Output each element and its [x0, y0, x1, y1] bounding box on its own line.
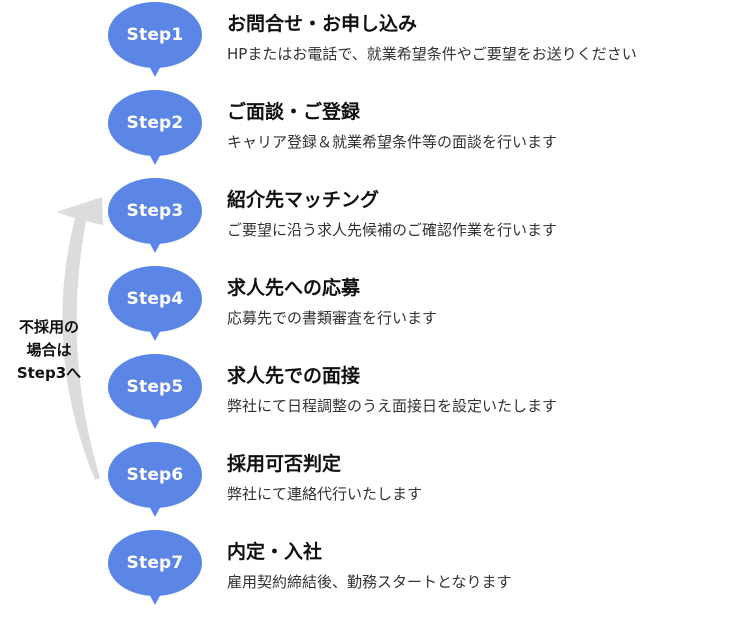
- step-5-bubble-shape: [108, 354, 202, 429]
- step-6-title: 採用可否判定: [227, 453, 342, 475]
- step-1-description: HPまたはお電話で、就業希望条件やご要望をお送りください: [227, 45, 637, 63]
- loop-back-arrow-body: [56, 197, 103, 480]
- step-5-bubble: Step5: [107, 354, 203, 430]
- step-7: Step7 内定・入社 雇用契約締結後、勤務スタートとなります: [0, 530, 736, 618]
- step-3-bubble-shape: [108, 178, 202, 253]
- step-1-bubble: Step1: [107, 2, 203, 78]
- step-7-title: 内定・入社: [227, 541, 323, 563]
- step-3-description: ご要望に沿う求人先候補のご確認作業を行います: [227, 221, 558, 239]
- step-1-title: お問合せ・お申し込み: [227, 13, 418, 35]
- step-5-description: 弊社にて日程調整のうえ面接日を設定いたします: [227, 397, 558, 415]
- step-7-bubble: Step7: [107, 530, 203, 606]
- step-7-label: Step7: [126, 553, 184, 573]
- step-3-label: Step3: [126, 201, 184, 221]
- step-2-description: キャリア登録＆就業希望条件等の面談を行います: [227, 133, 558, 151]
- step-4-title: 求人先への応募: [227, 277, 361, 299]
- step-4-bubble: Step4: [107, 266, 203, 342]
- step-4: Step4 求人先への応募 応募先での書類審査を行います: [0, 266, 736, 354]
- step-6-description: 弊社にて連絡代行いたします: [227, 485, 423, 503]
- step-2: Step2 ご面談・ご登録 キャリア登録＆就業希望条件等の面談を行います: [0, 90, 736, 178]
- loop-note-line1: 不採用の: [18, 318, 79, 336]
- step-6-bubble: Step6: [107, 442, 203, 518]
- step-6-label: Step6: [126, 465, 184, 485]
- step-4-label: Step4: [126, 289, 184, 309]
- step-3: Step3 紹介先マッチング ご要望に沿う求人先候補のご確認作業を行います: [0, 178, 736, 266]
- step-2-label: Step2: [126, 113, 184, 133]
- step-5-label: Step5: [126, 377, 184, 397]
- step-4-bubble-shape: [108, 266, 202, 341]
- step-1-label: Step1: [126, 25, 184, 45]
- step-1: Step1 お問合せ・お申し込み HPまたはお電話で、就業希望条件やご要望をお送…: [0, 2, 736, 90]
- loop-note: 不採用の 場合は Step3へ: [0, 316, 98, 385]
- step-2-bubble: Step2: [107, 90, 203, 166]
- loop-note-line3: Step3へ: [16, 364, 82, 382]
- step-7-bubble-shape: [108, 530, 202, 605]
- step-2-title: ご面談・ご登録: [227, 101, 361, 123]
- step-7-description: 雇用契約締結後、勤務スタートとなります: [227, 573, 512, 591]
- step-1-bubble-shape: [108, 2, 202, 77]
- step-2-bubble-shape: [108, 90, 202, 165]
- step-6: Step6 採用可否判定 弊社にて連絡代行いたします: [0, 442, 736, 530]
- step-4-description: 応募先での書類審査を行います: [227, 309, 438, 327]
- step-5-title: 求人先での面接: [227, 365, 361, 387]
- step-3-bubble: Step3: [107, 178, 203, 254]
- step-3-title: 紹介先マッチング: [227, 189, 380, 211]
- step-6-bubble-shape: [108, 442, 202, 517]
- step-5: Step5 求人先での面接 弊社にて日程調整のうえ面接日を設定いたします: [0, 354, 736, 442]
- loop-note-line2: 場合は: [26, 341, 72, 359]
